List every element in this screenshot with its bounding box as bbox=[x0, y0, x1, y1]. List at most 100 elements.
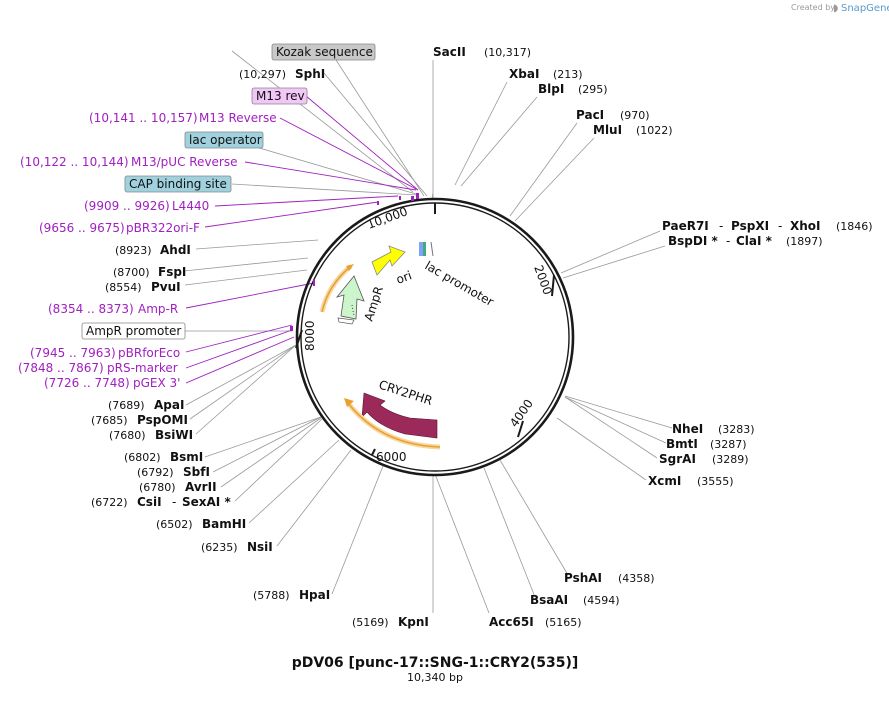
primer-leader-lines bbox=[185, 95, 419, 384]
ampr-promoter-box bbox=[81, 322, 186, 340]
fspi-pos: (8700) bbox=[113, 266, 150, 279]
leader-lines bbox=[181, 50, 673, 614]
bsiwi-label: BsiWI bbox=[155, 428, 193, 442]
avrii-label: AvrII bbox=[185, 480, 217, 494]
hpai-label: HpaI bbox=[299, 588, 330, 602]
nsii-label: NsiI bbox=[247, 540, 273, 554]
lac-operator-box bbox=[184, 131, 264, 149]
bsmi-pos: (6802) bbox=[124, 451, 161, 464]
plasmid-title: pDV06 [punc-17::SNG-1::CRY2(535)] bbox=[292, 655, 579, 671]
snapgene-logo-icon: ◗ bbox=[833, 3, 838, 14]
clai-label: ClaI * bbox=[736, 234, 773, 248]
m13reverse-label: M13 Reverse bbox=[199, 111, 277, 125]
sbfi-pos: (6792) bbox=[137, 466, 174, 479]
ampr-primer-label: Amp-R bbox=[138, 302, 178, 316]
nsii-pos: (6235) bbox=[201, 541, 238, 554]
pbrforeco-label: pBRforEco bbox=[118, 346, 180, 360]
ampr-promoter-mark bbox=[337, 317, 355, 325]
bsaai-pos: (4594) bbox=[583, 594, 620, 607]
hpai-pos: (5788) bbox=[253, 589, 290, 602]
bsaai-label: BsaAI bbox=[530, 593, 568, 607]
xbai-label: XbaI bbox=[509, 67, 539, 81]
xcmi-pos: (3555) bbox=[697, 475, 734, 488]
sgrai-pos: (3289) bbox=[712, 453, 749, 466]
acc65i-pos: (5165) bbox=[545, 616, 582, 629]
xbai-pos: (213) bbox=[553, 68, 583, 81]
tick-label-2000: 2000 bbox=[531, 263, 555, 296]
tick-marks bbox=[295, 203, 555, 456]
pshai-pos: (4358) bbox=[618, 572, 655, 585]
bsmi-label: BsmI bbox=[170, 450, 203, 464]
apai-pos: (7689) bbox=[108, 399, 145, 412]
xhoi-pos: (1846) bbox=[836, 220, 873, 233]
bsiwi-pos: (7680) bbox=[109, 429, 146, 442]
lac-promoter-label: lac promoter bbox=[423, 258, 497, 309]
bamhi-pos: (6502) bbox=[156, 518, 193, 531]
paci-pos: (970) bbox=[620, 109, 650, 122]
apai-label: ApaI bbox=[154, 398, 184, 412]
bmti-label: BmtI bbox=[666, 437, 698, 451]
sbfi-label: SbfI bbox=[183, 465, 210, 479]
csii-pos: (6722) bbox=[91, 496, 128, 509]
kpni-label: KpnI bbox=[398, 615, 429, 629]
ampr-promoter-label: AmpR promoter bbox=[86, 324, 181, 338]
blpi-label: BlpI bbox=[538, 82, 564, 96]
bspdi-label: BspDI * bbox=[668, 234, 718, 248]
m13rev-label: M13 rev bbox=[256, 89, 305, 103]
paci-label: PacI bbox=[576, 108, 604, 122]
tick-label-4000: 4000 bbox=[507, 397, 536, 430]
ahdi-label: AhdI bbox=[160, 243, 191, 257]
pgex3-label: pGEX 3' bbox=[133, 376, 180, 390]
ahdi-pos: (8923) bbox=[115, 244, 152, 257]
mlui-label: MluI bbox=[593, 123, 622, 137]
prsmarker-label: pRS-marker bbox=[107, 361, 178, 375]
blpi-pos: (295) bbox=[578, 83, 608, 96]
prsmarker-pos: (7848 .. 7867) bbox=[18, 361, 104, 375]
pspxi-label: PspXI bbox=[731, 219, 769, 233]
pvui-pos: (8554) bbox=[105, 281, 142, 294]
sphi-label: SphI bbox=[295, 67, 325, 81]
bmti-pos: (3287) bbox=[710, 438, 747, 451]
acc65i-label: Acc65I bbox=[489, 615, 534, 629]
svg-text:-: - bbox=[172, 495, 176, 509]
pbrforeco-pos: (7945 .. 7963) bbox=[30, 346, 116, 360]
plasmid-length: 10,340 bp bbox=[407, 671, 463, 684]
kozak-label: Kozak sequence bbox=[276, 45, 373, 59]
m13reverse-pos: (10,141 .. 10,157) bbox=[89, 111, 198, 125]
sphi-pos: (10,297) bbox=[239, 68, 286, 81]
cry2phr-arrow bbox=[361, 392, 438, 439]
nhei-pos: (3283) bbox=[718, 423, 755, 436]
mlui-pos: (1022) bbox=[636, 124, 673, 137]
pshai-label: PshAI bbox=[564, 571, 602, 585]
brand-text: SnapGene bbox=[841, 3, 889, 14]
sgrai-label: SgrAI bbox=[659, 452, 696, 466]
ampr-arrow bbox=[335, 275, 365, 320]
l4440-pos: (9909 .. 9926) bbox=[84, 199, 170, 213]
l4440-label: L4440 bbox=[172, 199, 209, 213]
cap-site-label: CAP binding site bbox=[129, 177, 227, 191]
cry2phr-label: CRY2PHR bbox=[377, 378, 434, 408]
kozak-box bbox=[271, 43, 376, 61]
svg-text:-: - bbox=[778, 219, 782, 233]
xhoi-label: XhoI bbox=[790, 219, 821, 233]
ampr-label: AmpR bbox=[362, 284, 386, 322]
backbone-outer bbox=[295, 197, 575, 477]
ampr-primer-pos: (8354 .. 8373) bbox=[48, 302, 134, 316]
clai-pos: (1897) bbox=[786, 235, 823, 248]
ori-arrow bbox=[371, 245, 406, 276]
svg-text:-: - bbox=[719, 219, 723, 233]
site-marks bbox=[290, 193, 419, 331]
pspomi-label: PspOMI bbox=[137, 413, 188, 427]
lac-operator-label: lac operator bbox=[189, 133, 262, 147]
m13puc-label: M13/pUC Reverse bbox=[131, 155, 238, 169]
cap-site-box bbox=[124, 175, 232, 193]
kpni-pos: (5169) bbox=[352, 616, 389, 629]
ori-label: ori bbox=[394, 268, 413, 286]
sexai-label: SexAI * bbox=[182, 495, 231, 509]
paer7i-label: PaeR7I bbox=[662, 219, 709, 233]
pbr322-pos: (9656 .. 9675) bbox=[39, 221, 125, 235]
tick-label-6000: 6000 bbox=[376, 450, 407, 464]
pvui-label: PvuI bbox=[151, 280, 181, 294]
tick-label-8000: 8000 bbox=[303, 320, 317, 351]
